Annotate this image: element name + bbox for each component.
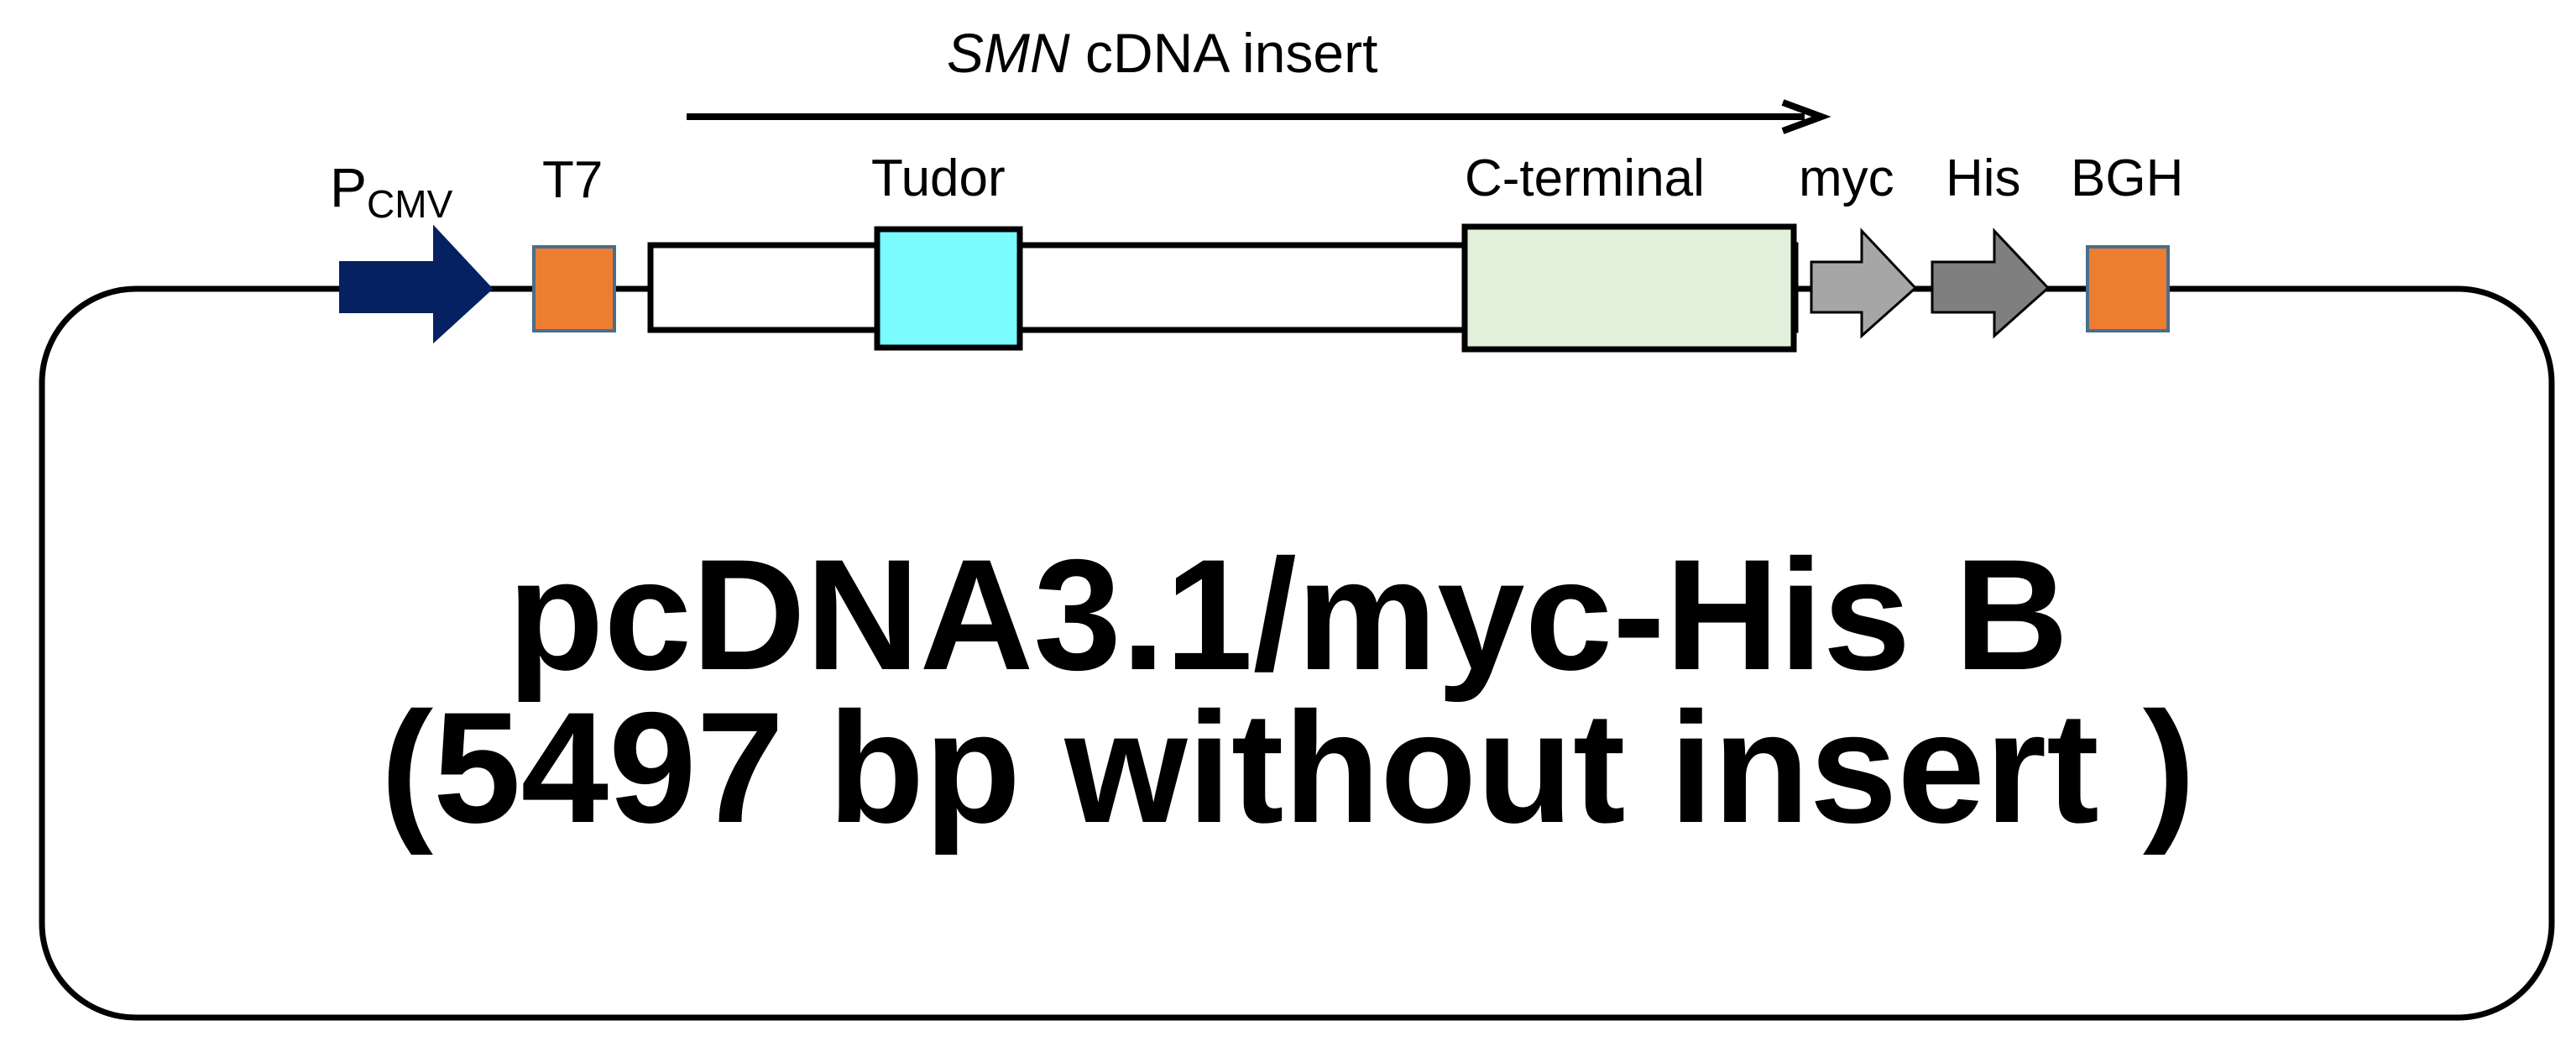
bgh-box [2086,245,2170,332]
myc-label: myc [1799,149,1894,207]
myc-tag-arrow [1810,228,1918,339]
promoter-label-subscript: CMV [367,181,453,226]
his-tag-arrow [1931,228,2051,339]
promoter-label: PCMV [330,160,452,223]
c-terminal-label: C-terminal [1465,149,1705,207]
c-terminal-domain-box [1461,223,1797,353]
tudor-label: Tudor [871,149,1006,207]
cmv-promoter-arrow [339,224,494,344]
his-label: His [1946,149,2021,207]
tudor-domain-box [874,226,1023,351]
insert-label-rest: cDNA insert [1069,22,1378,84]
insert-direction-arrow [687,99,1831,134]
vector-name: pcDNA3.1/myc-His B [507,526,2069,703]
insert-gene-name: SMN [947,22,1070,84]
promoter-label-base: P [330,156,368,218]
t7-box [532,245,616,332]
insert-label: SMN cDNA insert [947,25,1377,81]
bgh-label: BGH [2071,149,2184,207]
vector-size-note: (5497 bp without insert ) [380,679,2196,856]
t7-label: T7 [542,151,604,209]
